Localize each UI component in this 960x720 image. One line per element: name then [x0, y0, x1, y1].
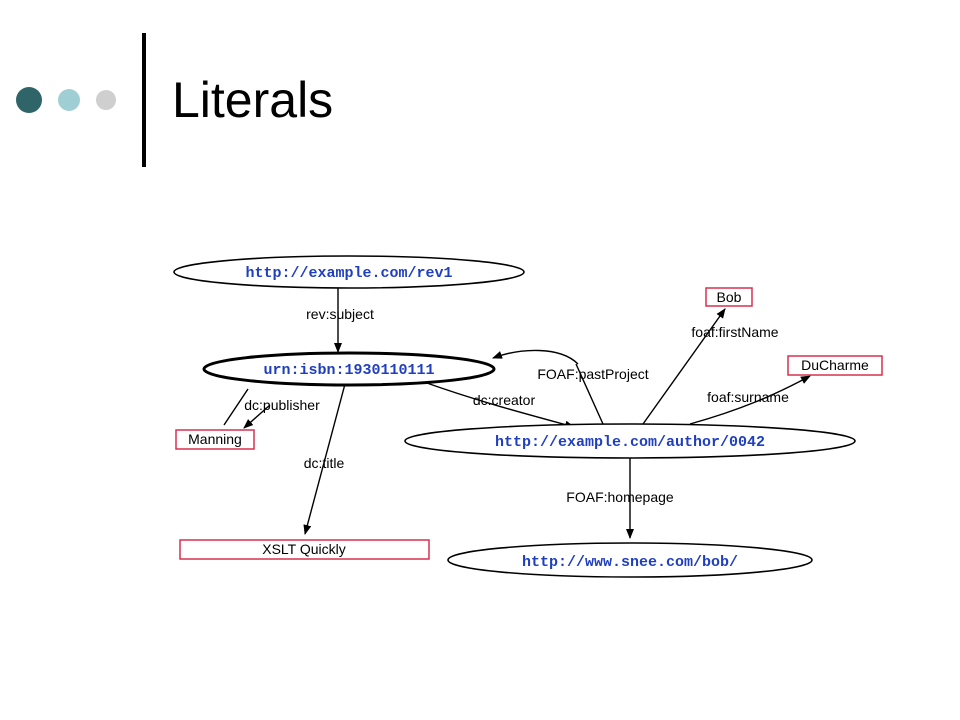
literal-ducharme: DuCharme — [801, 357, 869, 373]
node-rev1: http://example.com/rev1 — [245, 265, 452, 282]
literal-bob-box — [705, 287, 753, 307]
edge-publisher — [243, 404, 271, 429]
edge-creator — [423, 381, 575, 429]
node-isbn: urn:isbn:1930110111 — [263, 362, 434, 379]
edge-dc-title — [303, 383, 346, 535]
label-past-project: FOAF:pastProject — [537, 366, 648, 382]
edge-past-project — [492, 349, 579, 365]
literal-manning-box — [175, 429, 255, 450]
literal-title: XSLT Quickly — [262, 541, 346, 557]
node-author: http://example.com/author/0042 — [495, 434, 765, 451]
literal-ducharme-box — [787, 355, 883, 376]
node-isbn-ellipse — [202, 351, 496, 387]
node-author-ellipse — [404, 423, 856, 459]
decor-dot-grey — [96, 90, 116, 110]
title-divider — [142, 33, 146, 167]
label-homepage: FOAF:homepage — [566, 489, 674, 505]
label-subject: rev:subject — [306, 306, 374, 322]
label-publisher: dc:publisher — [244, 397, 320, 413]
literal-manning: Manning — [188, 431, 242, 447]
node-homepage: http://www.snee.com/bob/ — [522, 554, 738, 571]
decor-dot-dark — [16, 87, 42, 113]
slide-title: Literals — [172, 72, 334, 128]
label-first-name: foaf:firstName — [691, 324, 778, 340]
edge-surname — [689, 375, 811, 425]
label-surname: foaf:surname — [707, 389, 789, 405]
label-dc-title: dc:title — [304, 455, 345, 471]
label-creator: dc:creator — [473, 392, 536, 408]
literal-title-box — [179, 539, 430, 560]
literal-bob: Bob — [717, 289, 742, 305]
decor-dot-light — [58, 89, 80, 111]
node-rev1-ellipse — [173, 255, 525, 289]
edge-first-name — [642, 308, 726, 425]
edge-publisher-start — [223, 388, 249, 426]
edge-past-project-start — [575, 363, 604, 425]
node-homepage-ellipse — [447, 542, 813, 578]
